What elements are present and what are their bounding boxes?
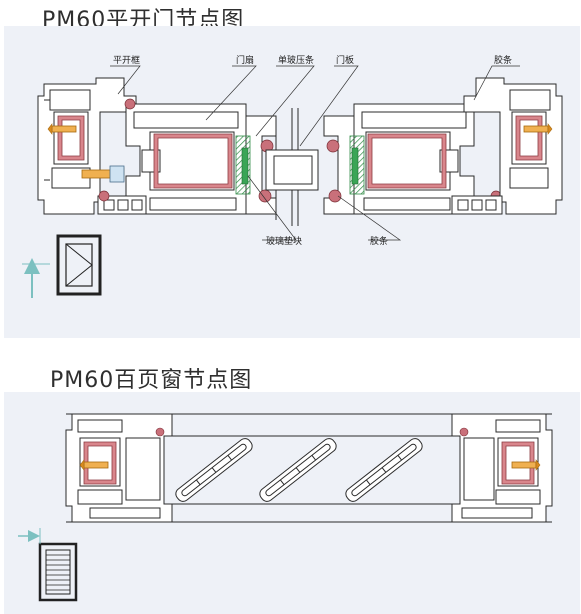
right-screw-icon xyxy=(523,123,553,135)
gasket xyxy=(326,139,340,153)
label-gasket-bottom: 胶条 xyxy=(370,235,388,247)
louver-slat xyxy=(175,438,253,502)
label-frame: 平开框 xyxy=(113,54,140,66)
louver-slat xyxy=(259,438,337,502)
left-sash-reinforcement xyxy=(153,133,233,189)
louver-section xyxy=(65,413,553,523)
label-gasket-top: 胶条 xyxy=(494,54,512,66)
label-door-sash: 门扇 xyxy=(236,54,254,66)
swing-door-icon xyxy=(56,234,102,296)
left-steel-reinforcement xyxy=(57,115,85,161)
louver-right-reinforcement xyxy=(501,441,535,485)
direction-arrow-icon xyxy=(18,528,41,544)
gasket xyxy=(98,190,110,202)
gasket xyxy=(258,189,272,203)
label-glazing-bead: 单玻压条 xyxy=(278,54,314,66)
left-screw-icon xyxy=(47,123,125,183)
louver-window-icon xyxy=(38,542,78,602)
gasket xyxy=(155,427,165,437)
gasket xyxy=(459,427,469,437)
left-glazing-bead xyxy=(235,115,277,215)
louver-left-reinforcement xyxy=(83,441,117,485)
swing-door-section xyxy=(37,65,563,241)
gasket xyxy=(328,189,342,203)
door-panel-glass xyxy=(265,108,319,226)
louver-left-screw-icon xyxy=(79,459,109,471)
louver-slat xyxy=(345,438,423,502)
leader-lines xyxy=(110,65,520,241)
label-door-panel: 门板 xyxy=(336,54,354,66)
gasket xyxy=(124,98,136,110)
louver-title: PM60百页窗节点图 xyxy=(50,368,253,393)
direction-arrow-icon xyxy=(22,258,50,298)
right-sash-reinforcement xyxy=(367,133,447,189)
label-glass-block: 玻璃垫块 xyxy=(266,235,302,247)
right-steel-reinforcement xyxy=(515,115,543,161)
louver-right-screw-icon xyxy=(511,459,541,471)
